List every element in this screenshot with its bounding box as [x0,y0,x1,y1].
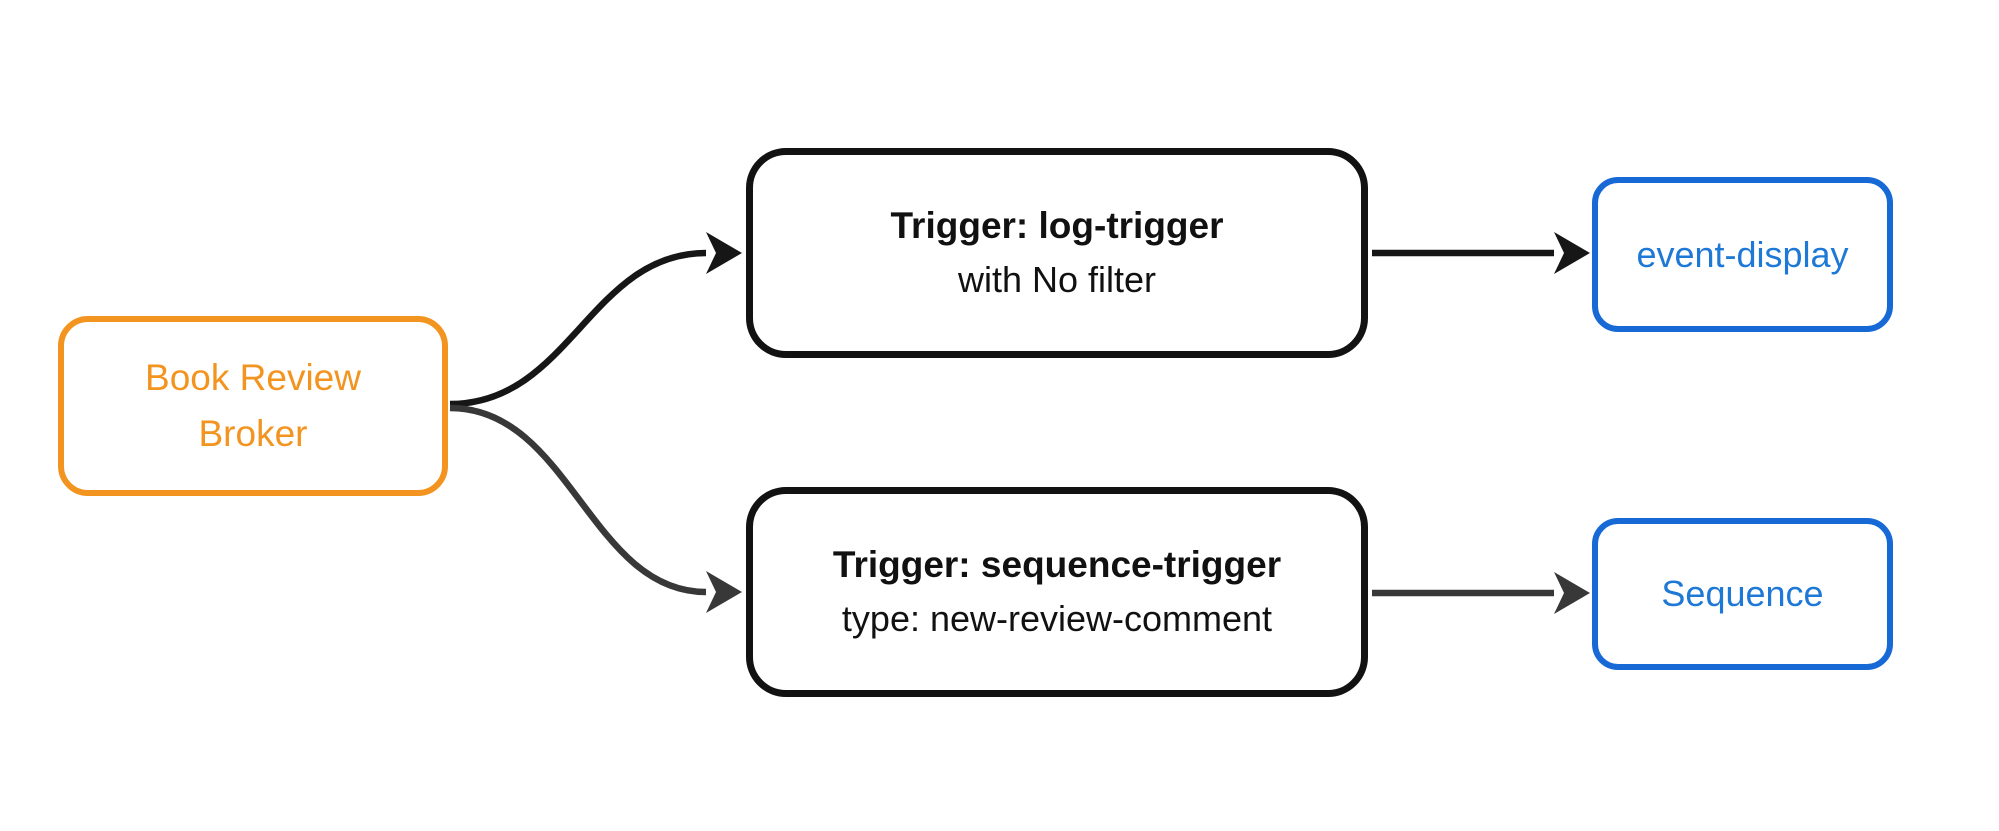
trigger-sequence-title: Trigger: sequence-trigger [832,544,1282,585]
broker-label: Book Review Broker [145,357,361,454]
sequence-label: Sequence [1661,573,1824,614]
trigger-log-title: Trigger: log-trigger [890,205,1224,246]
edge-broker-to-sequence-trigger [449,404,742,613]
node-event-display: event-display [1592,177,1893,332]
node-sequence: Sequence [1592,518,1893,670]
trigger-sequence-subtitle: type: new-review-comment [841,598,1273,639]
node-trigger-log: Trigger: log-trigger with No filter [746,148,1368,358]
edge-broker-to-log-trigger [449,232,742,408]
event-display-label: event-display [1636,233,1849,275]
trigger-log-subtitle: with No filter [957,259,1157,300]
node-book-review-broker: Book Review Broker [58,316,448,496]
node-trigger-sequence: Trigger: sequence-trigger type: new-revi… [746,487,1368,697]
